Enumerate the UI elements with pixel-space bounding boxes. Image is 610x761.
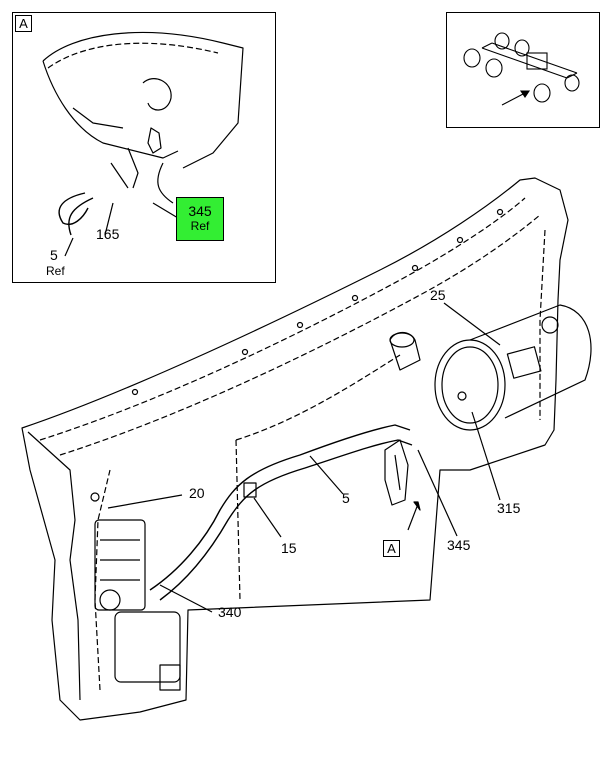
chassis-icon: [463, 32, 580, 106]
reservoir-end: [434, 339, 506, 431]
callout-345-ref: Ref: [190, 219, 210, 233]
callout-165: 165: [96, 226, 120, 242]
callout-5: 5: [50, 247, 58, 263]
callout-345-main: 345: [447, 537, 471, 553]
detail-illustration: [42, 31, 244, 257]
detail-view-tag: A: [15, 15, 32, 32]
callout-25: 25: [430, 287, 446, 303]
callout-5-ref: Ref: [46, 264, 65, 278]
harness-5-b: [159, 439, 413, 601]
callout-20: 20: [189, 485, 205, 501]
callout-15: 15: [281, 540, 297, 556]
harness-5: [149, 424, 411, 591]
reservoir-body: [469, 304, 592, 419]
vehicle-locator-inset: [446, 12, 600, 128]
callout-345: 345: [188, 203, 212, 219]
callout-345-highlight[interactable]: 345 Ref: [176, 197, 224, 241]
view-a-tag[interactable]: A: [383, 540, 400, 557]
callout-5-main: 5: [342, 490, 350, 506]
callout-315: 315: [497, 500, 521, 516]
dash-panel-outline: [21, 177, 569, 721]
detail-view-a: A 5 Ref 165 345 Ref: [12, 12, 276, 283]
callout-340: 340: [218, 604, 242, 620]
